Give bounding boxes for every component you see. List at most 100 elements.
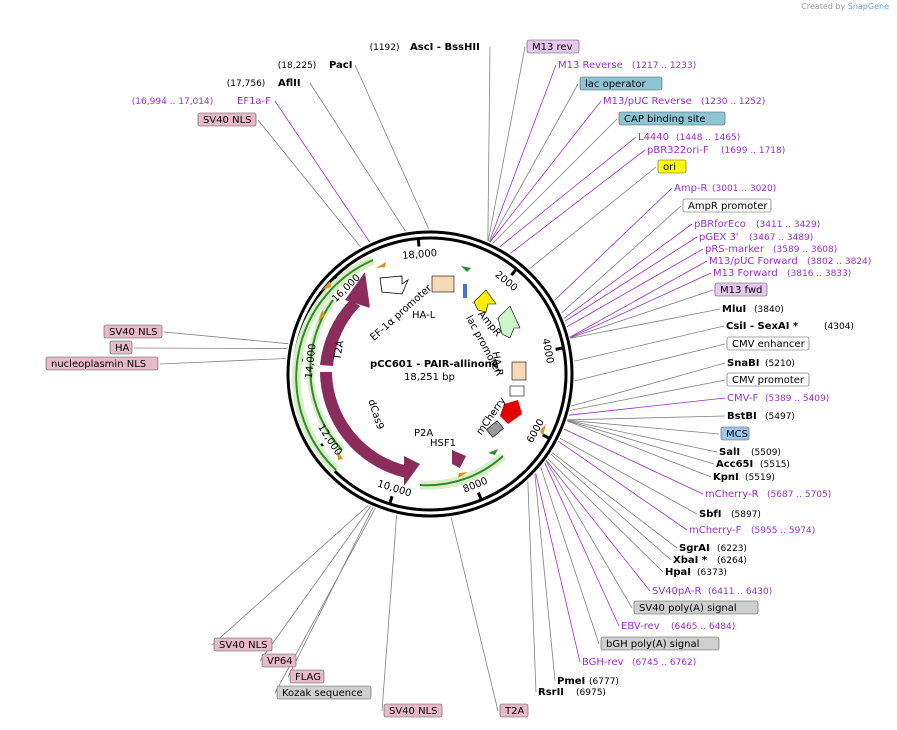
- outside-label-right-3: M13/pUC Reverse(1230 .. 1252): [603, 96, 765, 107]
- label-text: mCherry-R: [705, 489, 759, 500]
- label-position: (6411 .. 6430): [708, 587, 772, 597]
- label-connector: [561, 205, 682, 314]
- label-text: L4440: [638, 132, 669, 143]
- outside-label-top-2: (17,756)AflII: [227, 78, 301, 89]
- label-box: [633, 600, 759, 615]
- outside-label-left-1: HA: [109, 340, 133, 355]
- label-box-text: SV40 NLS: [219, 640, 268, 651]
- outside-label-right-21: CMV-F(5389 .. 5409): [727, 393, 829, 404]
- inner-label-dcas9: dCas9: [365, 398, 385, 431]
- outside-label-right-29: mCherry-F(5955 .. 5974): [689, 525, 815, 536]
- outside-label-right-35: EBV-rev(6465 .. 6484): [621, 621, 735, 632]
- label-box: [600, 636, 720, 651]
- outside-label-bottom-2: FLAG: [289, 669, 325, 684]
- label-text: CsiI - SexAI *: [726, 321, 799, 332]
- tick-mark: [388, 495, 394, 505]
- cds-features: [320, 272, 527, 486]
- label-connector: [274, 100, 370, 243]
- mcherry-shape: [500, 400, 522, 424]
- label-position: (3589 .. 3608): [773, 245, 837, 255]
- outside-label-right-6: pBR322ori-F(1699 .. 1718): [647, 145, 785, 156]
- outside-label-right-0: M13 rev: [526, 39, 580, 54]
- label-box-text: Kozak sequence: [282, 688, 363, 699]
- label-connector: [159, 358, 286, 365]
- label-position: (6975): [576, 688, 606, 698]
- label-position: (4304): [824, 322, 854, 332]
- label-position: (5687 .. 5705): [767, 490, 831, 500]
- label-box: [720, 426, 750, 441]
- ampr-shape: [473, 289, 497, 313]
- outside-label-left-0: SV40 NLS: [103, 324, 163, 339]
- label-connector: [487, 46, 491, 242]
- label-position: (5497): [765, 412, 795, 422]
- label-box: [103, 324, 163, 339]
- outside-label-top-3: (16,994 .. 17,014)EF1a-F: [132, 96, 271, 107]
- label-position: (1217 .. 1233): [632, 61, 696, 71]
- label-box: [261, 653, 297, 668]
- label-connector: [546, 460, 651, 592]
- outside-label-right-5: L4440(1448 .. 1465): [638, 132, 740, 143]
- label-connector: [354, 64, 430, 230]
- label-box-text: SV40 NLS: [203, 115, 252, 126]
- green-arrow-2: [488, 449, 498, 455]
- label-text: PacI: [329, 60, 352, 71]
- label-text: mCherry-F: [689, 525, 742, 536]
- outside-label-right-17: CsiI - SexAI * (4304): [726, 321, 854, 332]
- label-box: [109, 340, 133, 355]
- label-text: PmeI: [557, 676, 585, 687]
- outside-label-right-9: AmpR promoter: [682, 198, 772, 213]
- outside-label-right-34: SV40 poly(A) signal: [633, 600, 759, 615]
- ha-r-box: [511, 361, 527, 381]
- label-connector: [574, 325, 725, 362]
- label-position: (5897): [731, 510, 761, 520]
- label-box-text: MCS: [726, 429, 748, 440]
- cds-dcas9-head: [404, 456, 420, 486]
- outside-label-right-13: M13/pUC Forward(3802 .. 3824): [709, 256, 871, 267]
- label-connector: [544, 462, 620, 627]
- label-text: KpnI: [713, 472, 739, 483]
- label-box-text: AmpR promoter: [688, 201, 768, 212]
- label-connector: [499, 136, 637, 248]
- label-connector: [564, 236, 698, 322]
- tick-mark: [476, 491, 483, 501]
- label-box-text: VP64: [267, 656, 293, 667]
- outside-label-top-4: SV40 NLS: [197, 112, 257, 127]
- lac-promoter-shape: [497, 305, 521, 339]
- label-box: [618, 111, 726, 126]
- label-text: SalI: [719, 447, 740, 458]
- outside-label-top-0: (1192)AscI - BssHII: [370, 42, 480, 53]
- label-box: [714, 282, 768, 297]
- label-connector: [563, 428, 704, 495]
- label-box: [526, 39, 580, 54]
- label-text: AscI - BssHII: [410, 42, 480, 53]
- outside-label-right-14: M13 Forward(3816 .. 3833): [713, 268, 851, 279]
- label-box-text: SV40 poly(A) signal: [639, 603, 737, 614]
- label-position: (3411 .. 3429): [756, 220, 820, 230]
- label-position: (3840): [754, 305, 784, 315]
- primer-connectors: [274, 64, 726, 663]
- inner-label-ha-r: HA-R: [489, 351, 504, 377]
- label-box: [383, 703, 443, 718]
- label-box: [45, 356, 159, 371]
- label-text: BstBI: [727, 411, 757, 422]
- label-box-text: FLAG: [295, 672, 321, 683]
- label-connector: [571, 362, 726, 407]
- outside-label-bottom-1: VP64: [261, 653, 297, 668]
- tick-label: 14,000: [304, 343, 319, 379]
- label-connector: [554, 187, 673, 301]
- label-box-text: ori: [663, 162, 676, 173]
- label-position: (6465 .. 6484): [671, 622, 735, 632]
- label-box-text: M13 rev: [532, 42, 573, 53]
- label-connector: [211, 504, 369, 646]
- tick-mark: [416, 238, 421, 247]
- orange-arrow-6: [458, 472, 468, 478]
- outside-label-right-25: Acc65I(5515): [716, 459, 790, 470]
- label-connector: [540, 467, 600, 645]
- label-position: (5509): [751, 448, 781, 458]
- label-connector: [547, 458, 664, 573]
- label-text: SnaBI: [727, 358, 759, 369]
- label-position: (17,756): [227, 79, 266, 89]
- label-connector: [450, 517, 499, 712]
- label-text: pGEX 3': [699, 232, 739, 243]
- tick-label: 2000: [493, 269, 520, 294]
